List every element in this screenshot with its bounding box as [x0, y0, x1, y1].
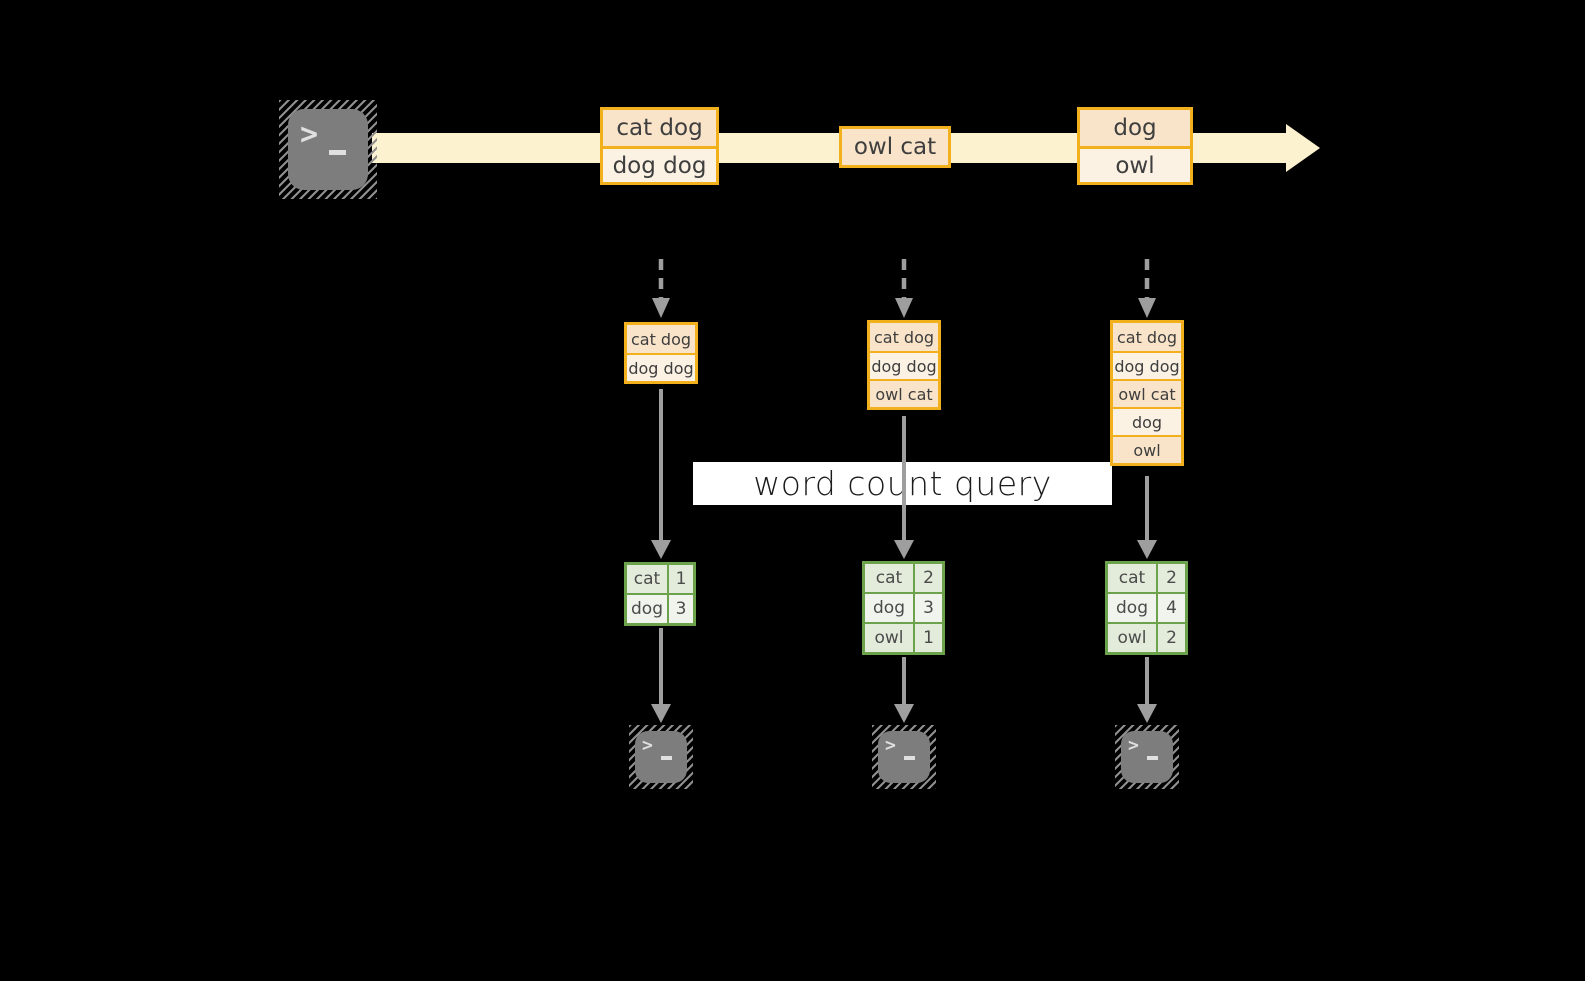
- prompt-icon: >: [642, 735, 653, 756]
- state-cell: owl: [1113, 435, 1181, 463]
- state-cell: owl cat: [870, 379, 938, 407]
- stream-cell: dog dog: [603, 146, 716, 182]
- count-cell: 2: [1158, 564, 1185, 592]
- state-cell: dog dog: [870, 351, 938, 379]
- word-cell: dog: [865, 594, 913, 622]
- source-terminal-icon: >: [279, 100, 377, 199]
- stream-message-2: owl cat: [839, 126, 951, 168]
- prompt-icon: >: [300, 117, 319, 152]
- word-cell: dog: [627, 595, 667, 623]
- word-cell: owl: [1108, 624, 1156, 652]
- sink-terminal-icon-2: >: [872, 725, 936, 789]
- state-cell: cat dog: [870, 323, 938, 351]
- state-cell: cat dog: [627, 325, 695, 353]
- sink-arrow-3: [1137, 657, 1157, 723]
- stream-message-1: cat dog dog dog: [600, 107, 719, 185]
- dashed-arrow-3: [1138, 259, 1156, 318]
- word-cell: dog: [1108, 594, 1156, 622]
- stream-cell: dog: [1080, 110, 1190, 146]
- state-box-3: cat dog dog dog owl cat dog owl: [1110, 320, 1184, 466]
- stream-arrowhead: [1286, 124, 1320, 172]
- terminal-screen: >: [878, 731, 930, 783]
- stream-message-3: dog owl: [1077, 107, 1193, 185]
- count-cell: 1: [669, 565, 693, 593]
- terminal-screen: >: [288, 109, 368, 190]
- state-cell: dog dog: [627, 353, 695, 381]
- count-cell: 4: [1158, 594, 1185, 622]
- state-cell: cat dog: [1113, 323, 1181, 351]
- prompt-icon: >: [1128, 735, 1139, 756]
- prompt-icon: >: [885, 735, 896, 756]
- word-cell: cat: [865, 564, 913, 592]
- state-cell: dog dog: [1113, 351, 1181, 379]
- count-cell: 2: [915, 564, 942, 592]
- cursor-icon: [1147, 756, 1158, 760]
- count-cell: 3: [915, 594, 942, 622]
- count-table-1: cat 1 dog 3: [624, 562, 696, 626]
- sink-terminal-icon-1: >: [629, 725, 693, 789]
- stream-cell: owl: [1080, 146, 1190, 182]
- cursor-icon: [329, 150, 346, 155]
- terminal-screen: >: [1121, 731, 1173, 783]
- state-cell: owl cat: [1113, 379, 1181, 407]
- cursor-icon: [661, 756, 672, 760]
- count-table-3: cat 2 dog 4 owl 2: [1105, 561, 1188, 655]
- count-table-2: cat 2 dog 3 owl 1: [862, 561, 945, 655]
- query-arrow-3: [1137, 476, 1157, 559]
- cursor-icon: [904, 756, 915, 760]
- query-arrow-1: [651, 389, 671, 559]
- sink-arrow-2: [894, 657, 914, 723]
- count-cell: 3: [669, 595, 693, 623]
- count-cell: 1: [915, 624, 942, 652]
- word-cell: cat: [1108, 564, 1156, 592]
- sink-terminal-icon-3: >: [1115, 725, 1179, 789]
- state-box-2: cat dog dog dog owl cat: [867, 320, 941, 410]
- state-cell: dog: [1113, 407, 1181, 435]
- dashed-arrow-2: [895, 259, 913, 318]
- query-label: word count query: [693, 462, 1112, 505]
- dashed-arrow-1: [652, 259, 670, 318]
- stream-cell: cat dog: [603, 110, 716, 146]
- count-cell: 2: [1158, 624, 1185, 652]
- word-cell: owl: [865, 624, 913, 652]
- state-box-1: cat dog dog dog: [624, 322, 698, 384]
- sink-arrow-1: [651, 628, 671, 723]
- stream-cell: owl cat: [842, 129, 948, 165]
- word-cell: cat: [627, 565, 667, 593]
- terminal-screen: >: [635, 731, 687, 783]
